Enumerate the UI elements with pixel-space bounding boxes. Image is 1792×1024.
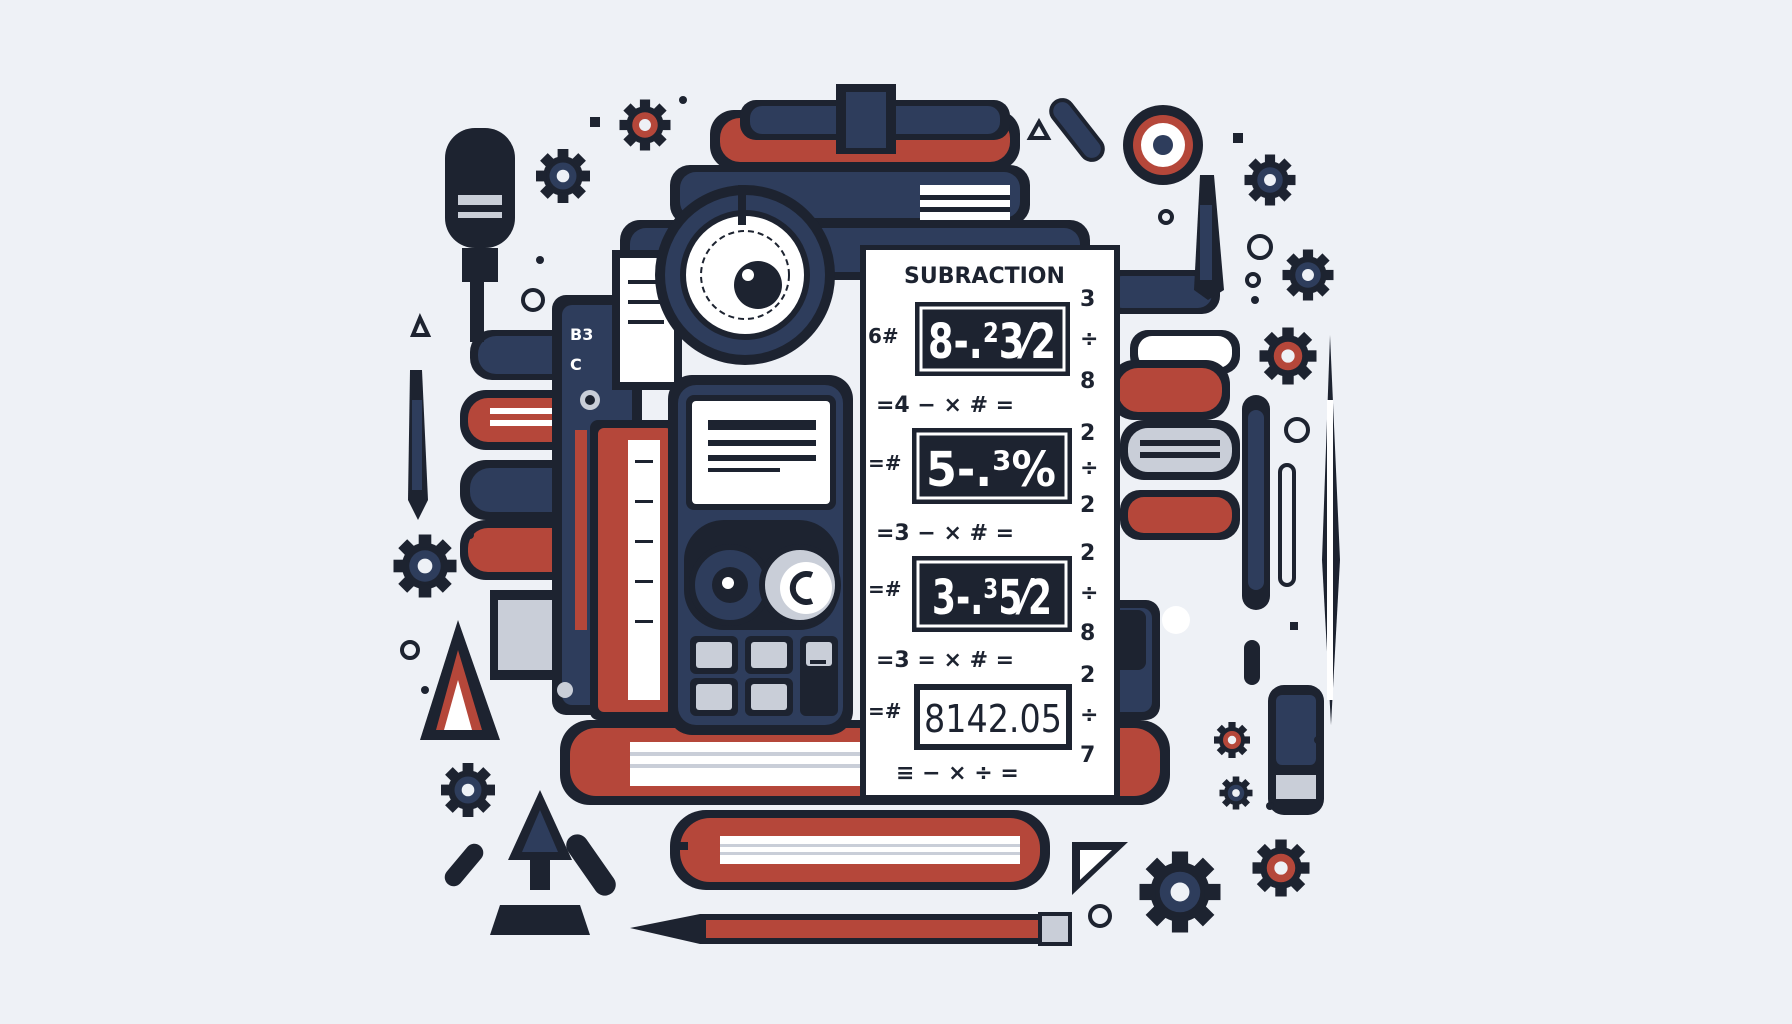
worksheet-row: =# 8142.05 2 ÷ 7 ≡ − × ÷ = [868,663,1098,786]
result-value: 8142.05 [924,697,1062,741]
operator-row: =4 − × # = [876,393,1014,418]
paperclip-icon [444,98,1105,896]
subtraction-worksheet: SUBRACTION 6# 8-.²3⁄2 3 ÷ 8 =4 − × # = =… [860,245,1120,800]
decor-squares [421,96,1322,850]
eye-lens-icon [655,185,835,365]
svg-text:=#: =# [868,577,902,601]
worksheet-row: =# 3-.³5⁄2 2 ÷ 8 =3 = × # = [868,541,1098,673]
svg-text:÷: ÷ [1080,456,1098,481]
disc-icon [1123,105,1203,185]
svg-text:8: 8 [1080,621,1095,646]
svg-text:6#: 6# [868,324,899,348]
svg-text:3: 3 [1080,287,1095,312]
worksheet-title: SUBRACTION [904,264,1065,289]
binder-spine-label: B3 [570,325,593,344]
svg-text:7: 7 [1080,743,1095,768]
svg-text:÷: ÷ [1080,327,1098,352]
svg-text:÷: ÷ [1080,581,1098,606]
book-stack-top [620,84,1090,280]
expression-value: 5-.³% [926,442,1056,498]
operator-row: =3 − × # = [876,521,1014,546]
operator-row: ≡ − × ÷ = [896,761,1019,786]
worksheet-row: 6# 8-.²3⁄2 3 ÷ 8 =4 − × # = [868,287,1098,418]
svg-text:C: C [570,355,582,374]
pencil-icon [1194,175,1340,725]
svg-text:÷: ÷ [1080,703,1098,728]
svg-text:2: 2 [1080,421,1095,446]
svg-text:2: 2 [1080,493,1095,518]
marker-icon [445,128,515,342]
calculator-icon [668,375,853,735]
expression-value: 8-.²3⁄2 [928,314,1056,370]
eraser-icon [1244,640,1324,815]
operator-row: =3 = × # = [876,648,1014,673]
svg-text:8: 8 [1080,369,1095,394]
svg-text:=#: =# [868,451,902,475]
decor-dots [400,209,1310,928]
svg-text:2: 2 [1080,541,1095,566]
expression-value: 3-.³5⁄2 [932,570,1052,626]
pencil-icon [408,370,428,520]
compass-icon [420,620,590,935]
svg-text:2: 2 [1080,663,1095,688]
svg-text:=#: =# [868,699,902,723]
triangle-icon [410,117,1128,895]
worksheet-row: =# 5-.³% 2 ÷ 2 =3 − × # = [868,421,1098,546]
marker-icon [1242,395,1296,610]
book-stack-right [1100,270,1240,540]
pencil-icon [630,912,1072,946]
